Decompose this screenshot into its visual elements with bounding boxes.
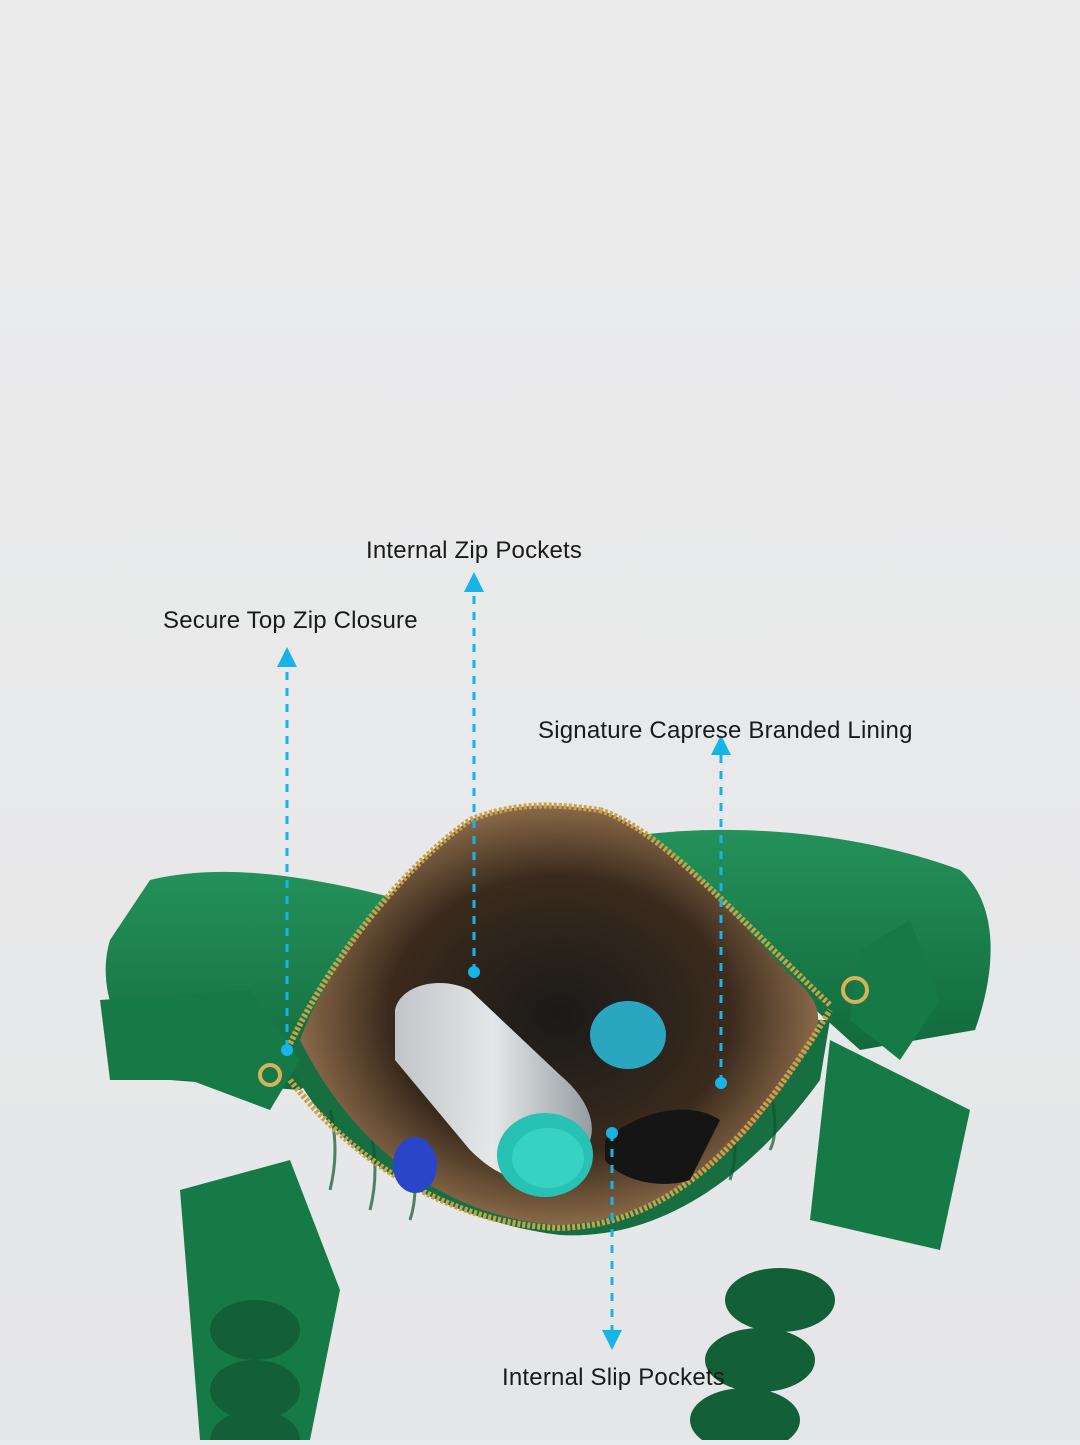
sunglasses bbox=[605, 1109, 720, 1184]
arrow-signature-lining bbox=[711, 735, 731, 1089]
right-braid bbox=[690, 1268, 835, 1445]
dot-marker-icon bbox=[281, 1044, 293, 1056]
left-strap bbox=[100, 990, 300, 1110]
dot-marker-icon bbox=[715, 1077, 727, 1089]
arrow-up-icon bbox=[277, 647, 297, 667]
water-bottle bbox=[395, 982, 593, 1197]
arrow-secure-top-zip bbox=[277, 647, 297, 1056]
label-signature-lining: Signature Caprese Branded Lining bbox=[538, 717, 913, 744]
right-strap-lower bbox=[810, 1040, 970, 1250]
zip-teeth-right bbox=[599, 807, 833, 1008]
dot-marker-icon bbox=[468, 966, 480, 978]
arrow-down-icon bbox=[602, 1330, 622, 1350]
zip-teeth-left bbox=[285, 802, 601, 1050]
left-braid bbox=[210, 1300, 300, 1445]
arrow-internal-slip bbox=[602, 1127, 622, 1350]
dot-marker-icon bbox=[606, 1127, 618, 1139]
blue-object bbox=[393, 1137, 437, 1193]
label-secure-top-zip-closure: Secure Top Zip Closure bbox=[163, 607, 418, 634]
right-strap bbox=[850, 920, 940, 1060]
arrow-internal-zip bbox=[464, 572, 484, 978]
label-internal-slip-pockets: Internal Slip Pockets bbox=[502, 1364, 725, 1391]
zip-teeth-bottom bbox=[287, 1008, 833, 1232]
arrow-up-icon bbox=[464, 572, 484, 592]
label-internal-zip-pockets: Internal Zip Pockets bbox=[366, 537, 583, 564]
right-ring bbox=[841, 976, 869, 1004]
arrow-up-icon bbox=[711, 735, 731, 755]
left-ring bbox=[258, 1063, 282, 1087]
small-bottle-cap bbox=[590, 1001, 666, 1069]
left-strap-lower bbox=[180, 1160, 340, 1440]
